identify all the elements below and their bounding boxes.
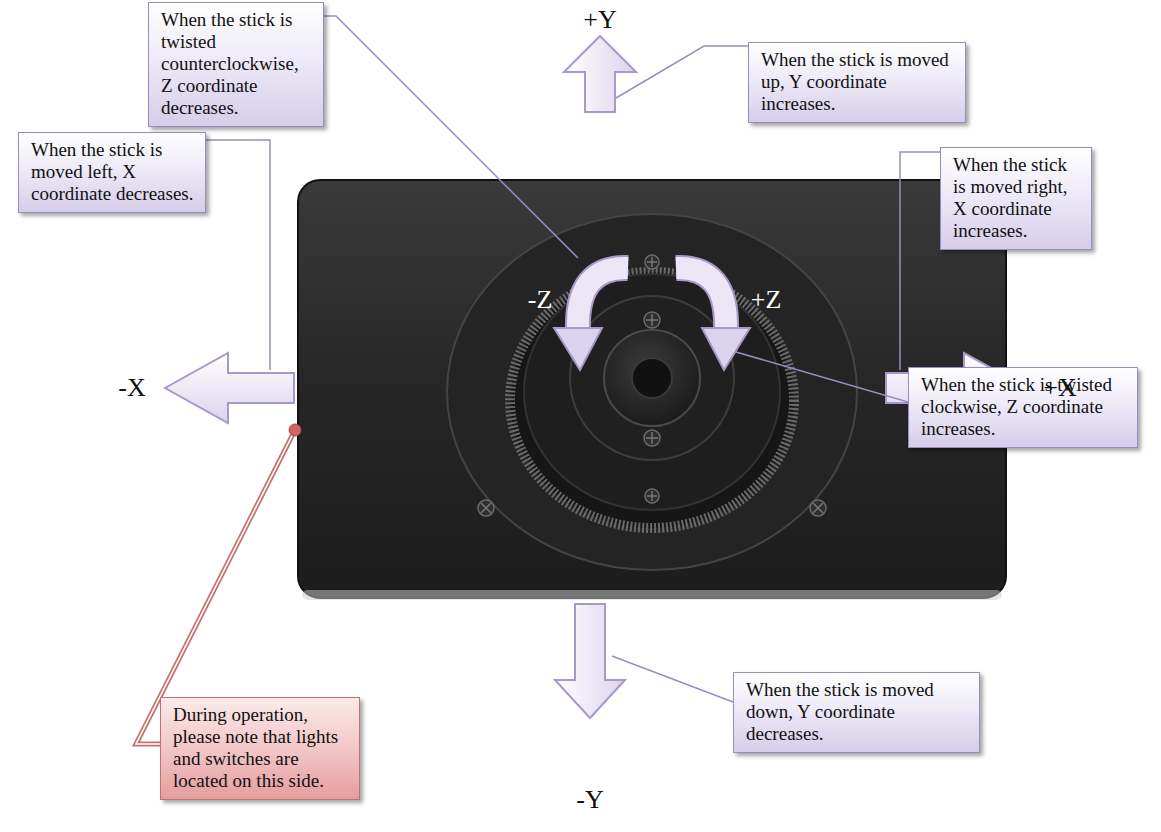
screw — [644, 312, 660, 328]
axis-label: -X — [118, 375, 145, 401]
rotation-arrow-body — [578, 268, 628, 330]
leader-line — [612, 656, 733, 702]
leader-line — [206, 140, 270, 370]
callout-text: When the stick is twisted clockwise, Z c… — [921, 374, 1127, 440]
screw-slot — [647, 491, 657, 501]
leader-line — [323, 16, 578, 258]
housing-base-edge — [302, 590, 1002, 600]
leader-line — [616, 46, 748, 98]
rotation-arrow-body — [676, 268, 726, 330]
callout-text: When the stick is moved left, X coordina… — [31, 139, 195, 205]
screw-slot — [646, 432, 658, 444]
rotation-arrowhead — [554, 328, 602, 370]
stick-base — [570, 296, 734, 460]
callout-box: When the stick is moved up, Y coordinate… — [748, 42, 966, 123]
callout-text: When the stick is moved up, Y coordinate… — [761, 49, 955, 115]
axis-arrow — [564, 36, 636, 112]
axis-label: +Z — [751, 287, 782, 313]
screw-slot — [646, 314, 658, 326]
screw — [645, 489, 659, 503]
callout-box: When the stick is twisted clockwise, Z c… — [908, 367, 1138, 448]
screw — [478, 500, 494, 516]
screw-slot — [481, 503, 491, 513]
warning-marker-dot — [289, 424, 301, 436]
screw — [645, 255, 659, 269]
leader-line — [736, 352, 908, 402]
screw-slot — [813, 503, 823, 513]
callout-box: When the stick is moved left, X coordina… — [18, 132, 206, 213]
callout-text: When the stick is twisted counterclockwi… — [161, 9, 313, 119]
rotation-arrow-outline — [676, 268, 726, 330]
dial-inner-plate — [524, 274, 780, 510]
callout-text: When the stick is moved down, Y coordina… — [746, 679, 969, 745]
callout-box: When the stick is moved down, Y coordina… — [733, 672, 980, 753]
rotation-arrow-outline — [578, 268, 628, 330]
axis-arrow — [555, 604, 625, 718]
stick-button — [632, 358, 672, 398]
axis-label: -Z — [528, 287, 553, 313]
stick-cap — [604, 330, 700, 426]
screw — [810, 500, 826, 516]
screw — [644, 430, 660, 446]
callout-text: During operation, please note that light… — [173, 704, 349, 792]
axis-arrow — [165, 353, 294, 423]
axis-label: +X — [1043, 375, 1076, 401]
axis-label: -Y — [576, 787, 603, 813]
axis-label: +Y — [583, 7, 616, 33]
screw-slot — [647, 257, 657, 267]
dial-outer-ring — [447, 214, 857, 570]
leader-line — [900, 152, 940, 370]
callout-text: When the stick is moved right, X coordin… — [953, 154, 1081, 242]
warning-callout-box: During operation, please note that light… — [160, 697, 360, 800]
knurled-ring — [510, 272, 794, 528]
callout-box: When the stick is moved right, X coordin… — [940, 147, 1092, 250]
rotation-arrowhead — [702, 328, 750, 370]
callout-box: When the stick is twisted counterclockwi… — [148, 2, 324, 127]
